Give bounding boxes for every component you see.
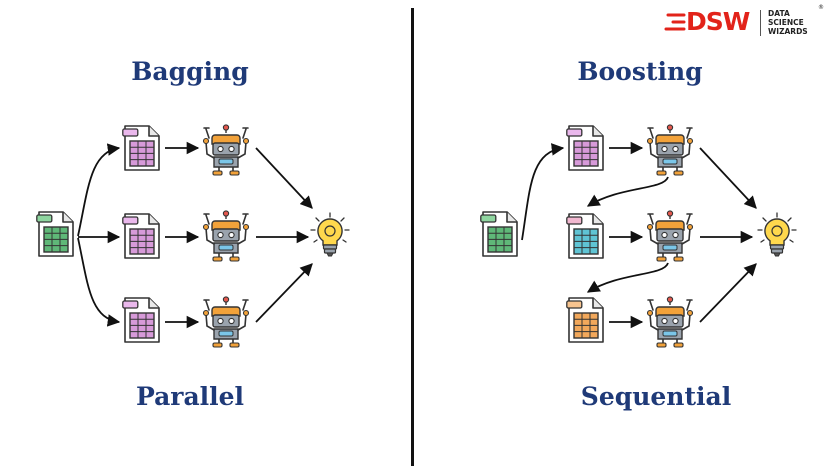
dsw-logo: DSW DATA SCIENCE WIZARDS ® [664, 4, 824, 42]
prediction-lightbulb-icon [310, 212, 350, 257]
model-robot-icon-2 [202, 210, 250, 262]
aggregate-arrow-3 [255, 263, 313, 323]
split-arrow-3 [77, 237, 121, 327]
boosting-caption: Sequential [580, 382, 732, 411]
aggregate-arrow-1 [255, 147, 313, 209]
weighted-dataset-icon-2 [566, 213, 604, 259]
input-arrow [521, 143, 565, 241]
weighted-dataset-icon-1 [566, 125, 604, 171]
bagging-caption: Parallel [135, 382, 245, 411]
bagging-title: Bagging [131, 57, 249, 86]
logo-tagline: DATA SCIENCE WIZARDS [768, 9, 828, 36]
logo-tagline-line-3: WIZARDS [768, 27, 808, 36]
model-robot-icon-1 [202, 124, 250, 176]
weighted-dataset-icon-3 [566, 297, 604, 343]
reweight-arrow-1 [586, 176, 669, 207]
panel-divider [411, 8, 414, 466]
sample-dataset-icon-2 [122, 213, 160, 259]
model-robot-icon-3 [202, 296, 250, 348]
logo-tagline-line-2: SCIENCE [768, 18, 804, 27]
model-robot-icon-1 [646, 124, 694, 176]
input-dataset-icon [36, 211, 74, 257]
prediction-lightbulb-icon [757, 212, 797, 257]
boosting-title: Boosting [577, 57, 703, 86]
reweight-arrow-2 [586, 262, 669, 293]
sample-dataset-icon-1 [122, 125, 160, 171]
aggregate-arrow-1 [699, 147, 757, 209]
split-arrow-1 [77, 143, 121, 237]
aggregate-arrow-3 [699, 263, 757, 323]
input-dataset-icon [480, 211, 518, 257]
boosting-diagram [480, 124, 797, 348]
logo-wordmark: DSW [686, 7, 750, 36]
logo-speed-lines-icon [664, 13, 686, 31]
bagging-diagram [36, 124, 350, 348]
model-robot-icon-2 [646, 210, 694, 262]
model-robot-icon-3 [646, 296, 694, 348]
logo-tagline-line-1: DATA [768, 9, 790, 18]
registered-mark: ® [818, 4, 824, 11]
sample-dataset-icon-3 [122, 297, 160, 343]
logo-separator [760, 10, 761, 36]
